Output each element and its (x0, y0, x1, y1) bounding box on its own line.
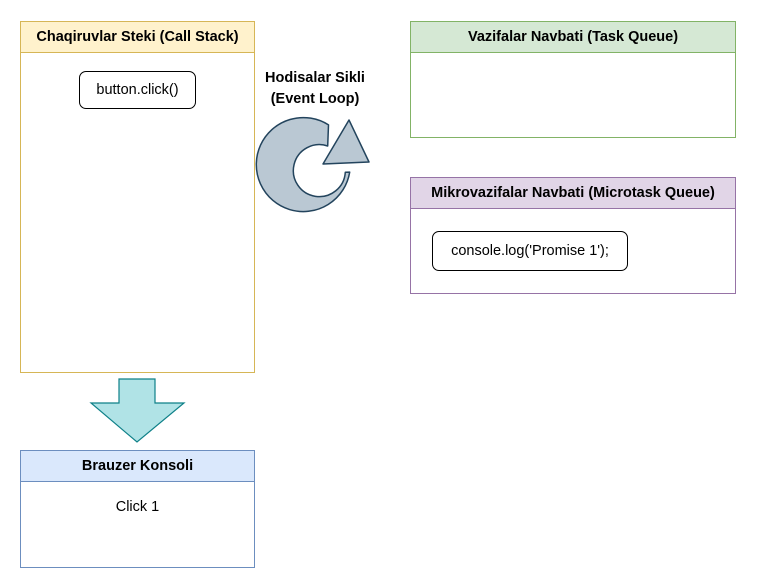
console-panel: Brauzer Konsoli (20, 450, 255, 568)
event-loop-title-line2: (Event Loop) (270, 91, 360, 107)
task-queue-title: Vazifalar Navbati (Task Queue) (411, 22, 735, 53)
microtask-queue-title: Mikrovazifalar Navbati (Microtask Queue) (411, 178, 735, 209)
console-output-line: Click 1 (115, 499, 160, 515)
console-title: Brauzer Konsoli (21, 451, 254, 482)
task-queue-panel: Vazifalar Navbati (Task Queue) (410, 21, 736, 138)
call-stack-item: button.click() (79, 71, 196, 109)
call-stack-title: Chaqiruvlar Steki (Call Stack) (21, 22, 254, 53)
event-loop-title-line1: Hodisalar Sikli (265, 70, 365, 86)
event-loop-title: Hodisalar Sikli (Event Loop) (250, 68, 380, 110)
microtask-queue-item: console.log('Promise 1'); (432, 231, 628, 271)
